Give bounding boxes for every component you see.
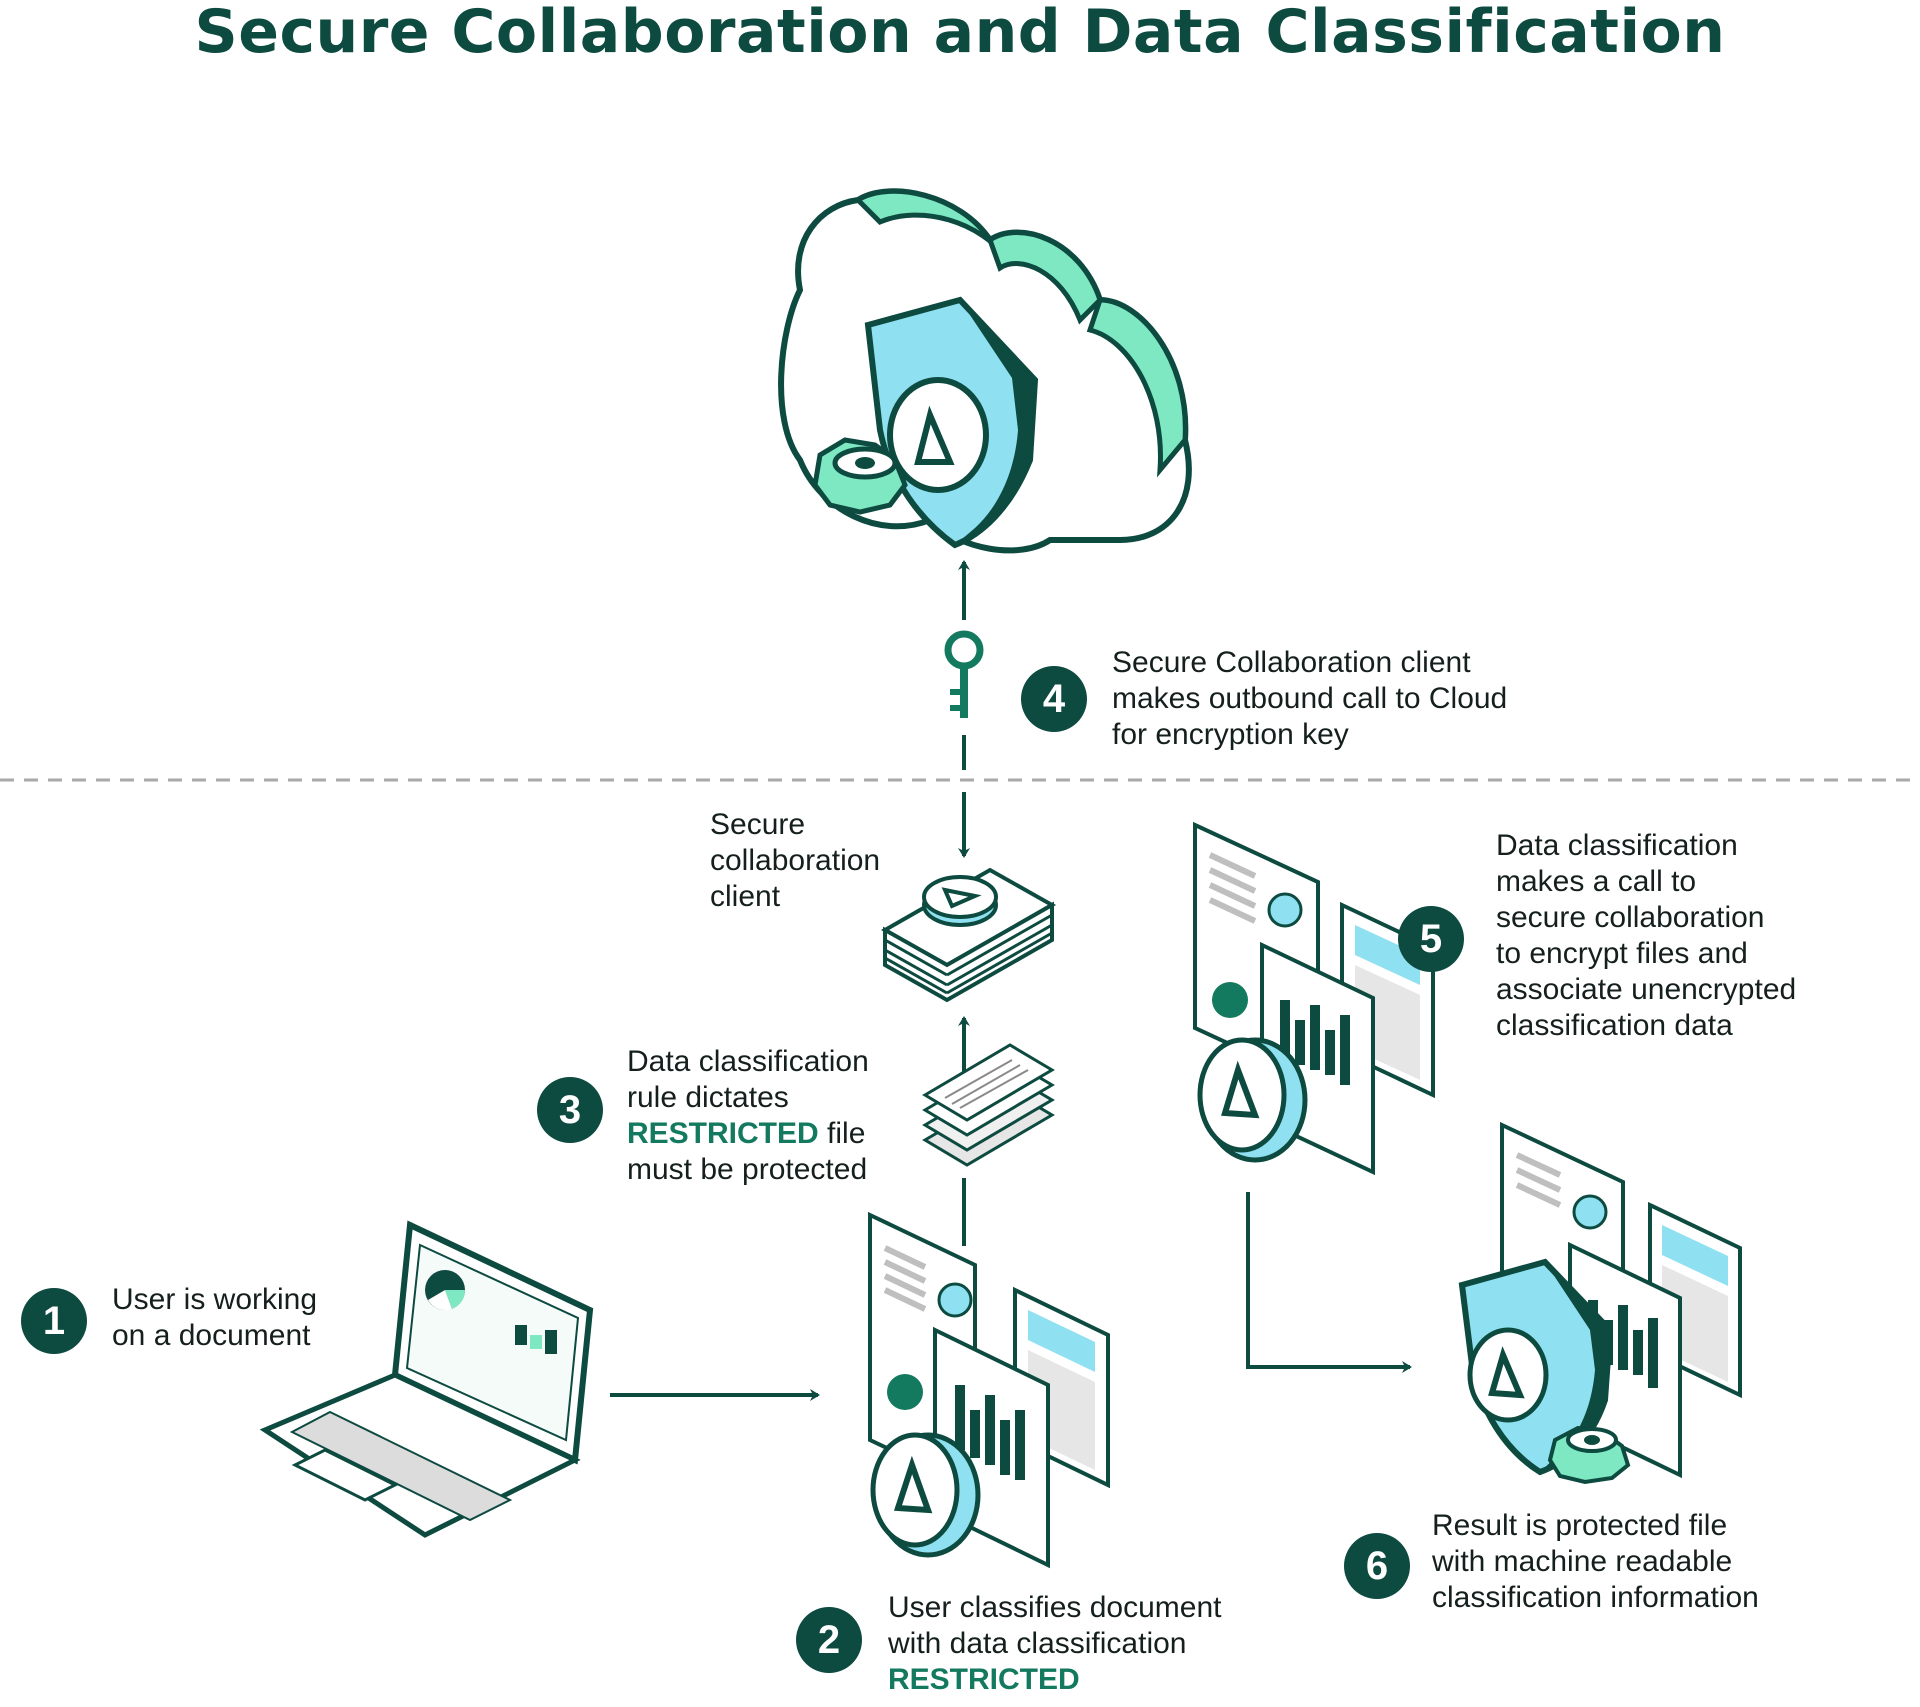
shield-icon [864,296,1039,549]
page-title: Secure Collaboration and Data Classifica… [194,0,1726,67]
step-4-text: Secure Collaboration client makes outbou… [1112,646,1508,751]
document-stack-icon-classify [868,1211,1110,1569]
server-stack-icon [880,867,1057,1003]
key-icon [944,630,984,718]
step-badge-2: 2 [796,1607,862,1673]
step-badge-5: 5 [1398,906,1464,972]
step-2-text: User classifies document with data class… [888,1591,1222,1696]
gear-icon [812,437,908,515]
rule-restricted: RESTRICTED [627,1117,819,1150]
step-1-text: User is working on a document [112,1283,318,1352]
step-badge-4: 4 [1021,666,1087,732]
client-label: Secure collaboration client [710,808,881,913]
step-3-text: Data classification rule dictates RESTRI… [627,1045,869,1186]
classification-restricted: RESTRICTED [888,1663,1080,1696]
protected-file-icon [1458,1121,1742,1485]
step-badge-3: 3 [537,1077,603,1143]
laptop-icon [259,1220,594,1538]
step-badge-1: 1 [21,1288,87,1354]
step-badge-6: 6 [1344,1533,1410,1599]
paper-stack-icon [922,1043,1055,1167]
step-5-text: Data classification makes a call to secu… [1496,829,1797,1042]
step-6-text: Result is protected file with machine re… [1432,1509,1759,1614]
document-stack-icon-encrypt [1193,821,1435,1176]
